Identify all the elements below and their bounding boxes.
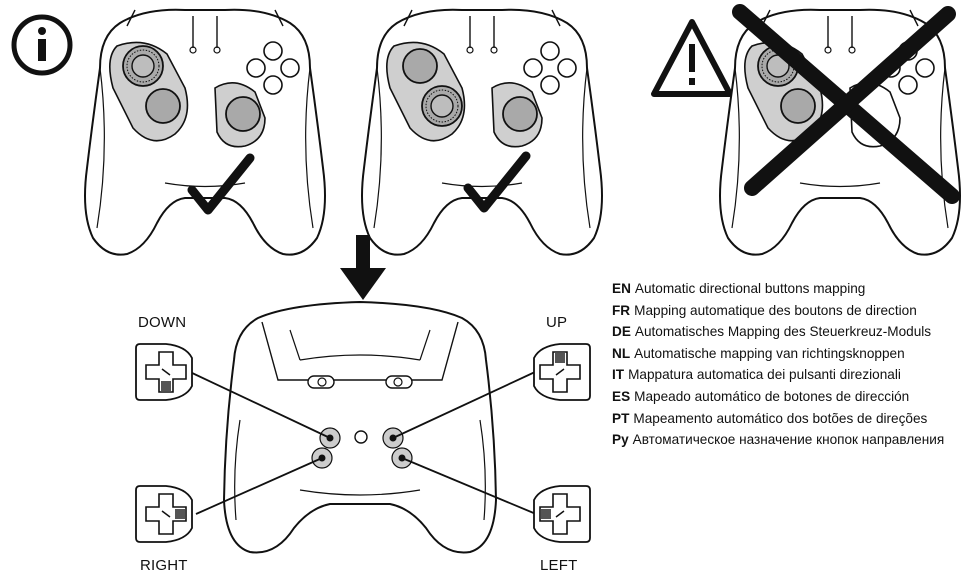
controller-1 xyxy=(84,8,326,256)
label-down: DOWN xyxy=(138,314,187,331)
controller-back xyxy=(222,300,498,554)
controller-2 xyxy=(361,8,603,256)
warning-icon xyxy=(651,19,733,97)
checkmark-icon xyxy=(463,151,531,213)
label-right: RIGHT xyxy=(140,557,188,574)
label-left: LEFT xyxy=(540,557,578,574)
dpad-down-icon xyxy=(135,343,193,401)
label-up: UP xyxy=(546,314,568,331)
checkmark-icon xyxy=(187,153,255,215)
controller-3 xyxy=(719,8,961,256)
info-icon xyxy=(11,14,73,76)
cross-icon xyxy=(732,4,960,204)
dpad-up-icon xyxy=(533,343,591,401)
arrow-down-icon xyxy=(340,235,386,300)
leader-lines xyxy=(189,371,537,515)
dpad-right-icon xyxy=(135,485,193,543)
dpad-left-icon xyxy=(533,485,591,543)
